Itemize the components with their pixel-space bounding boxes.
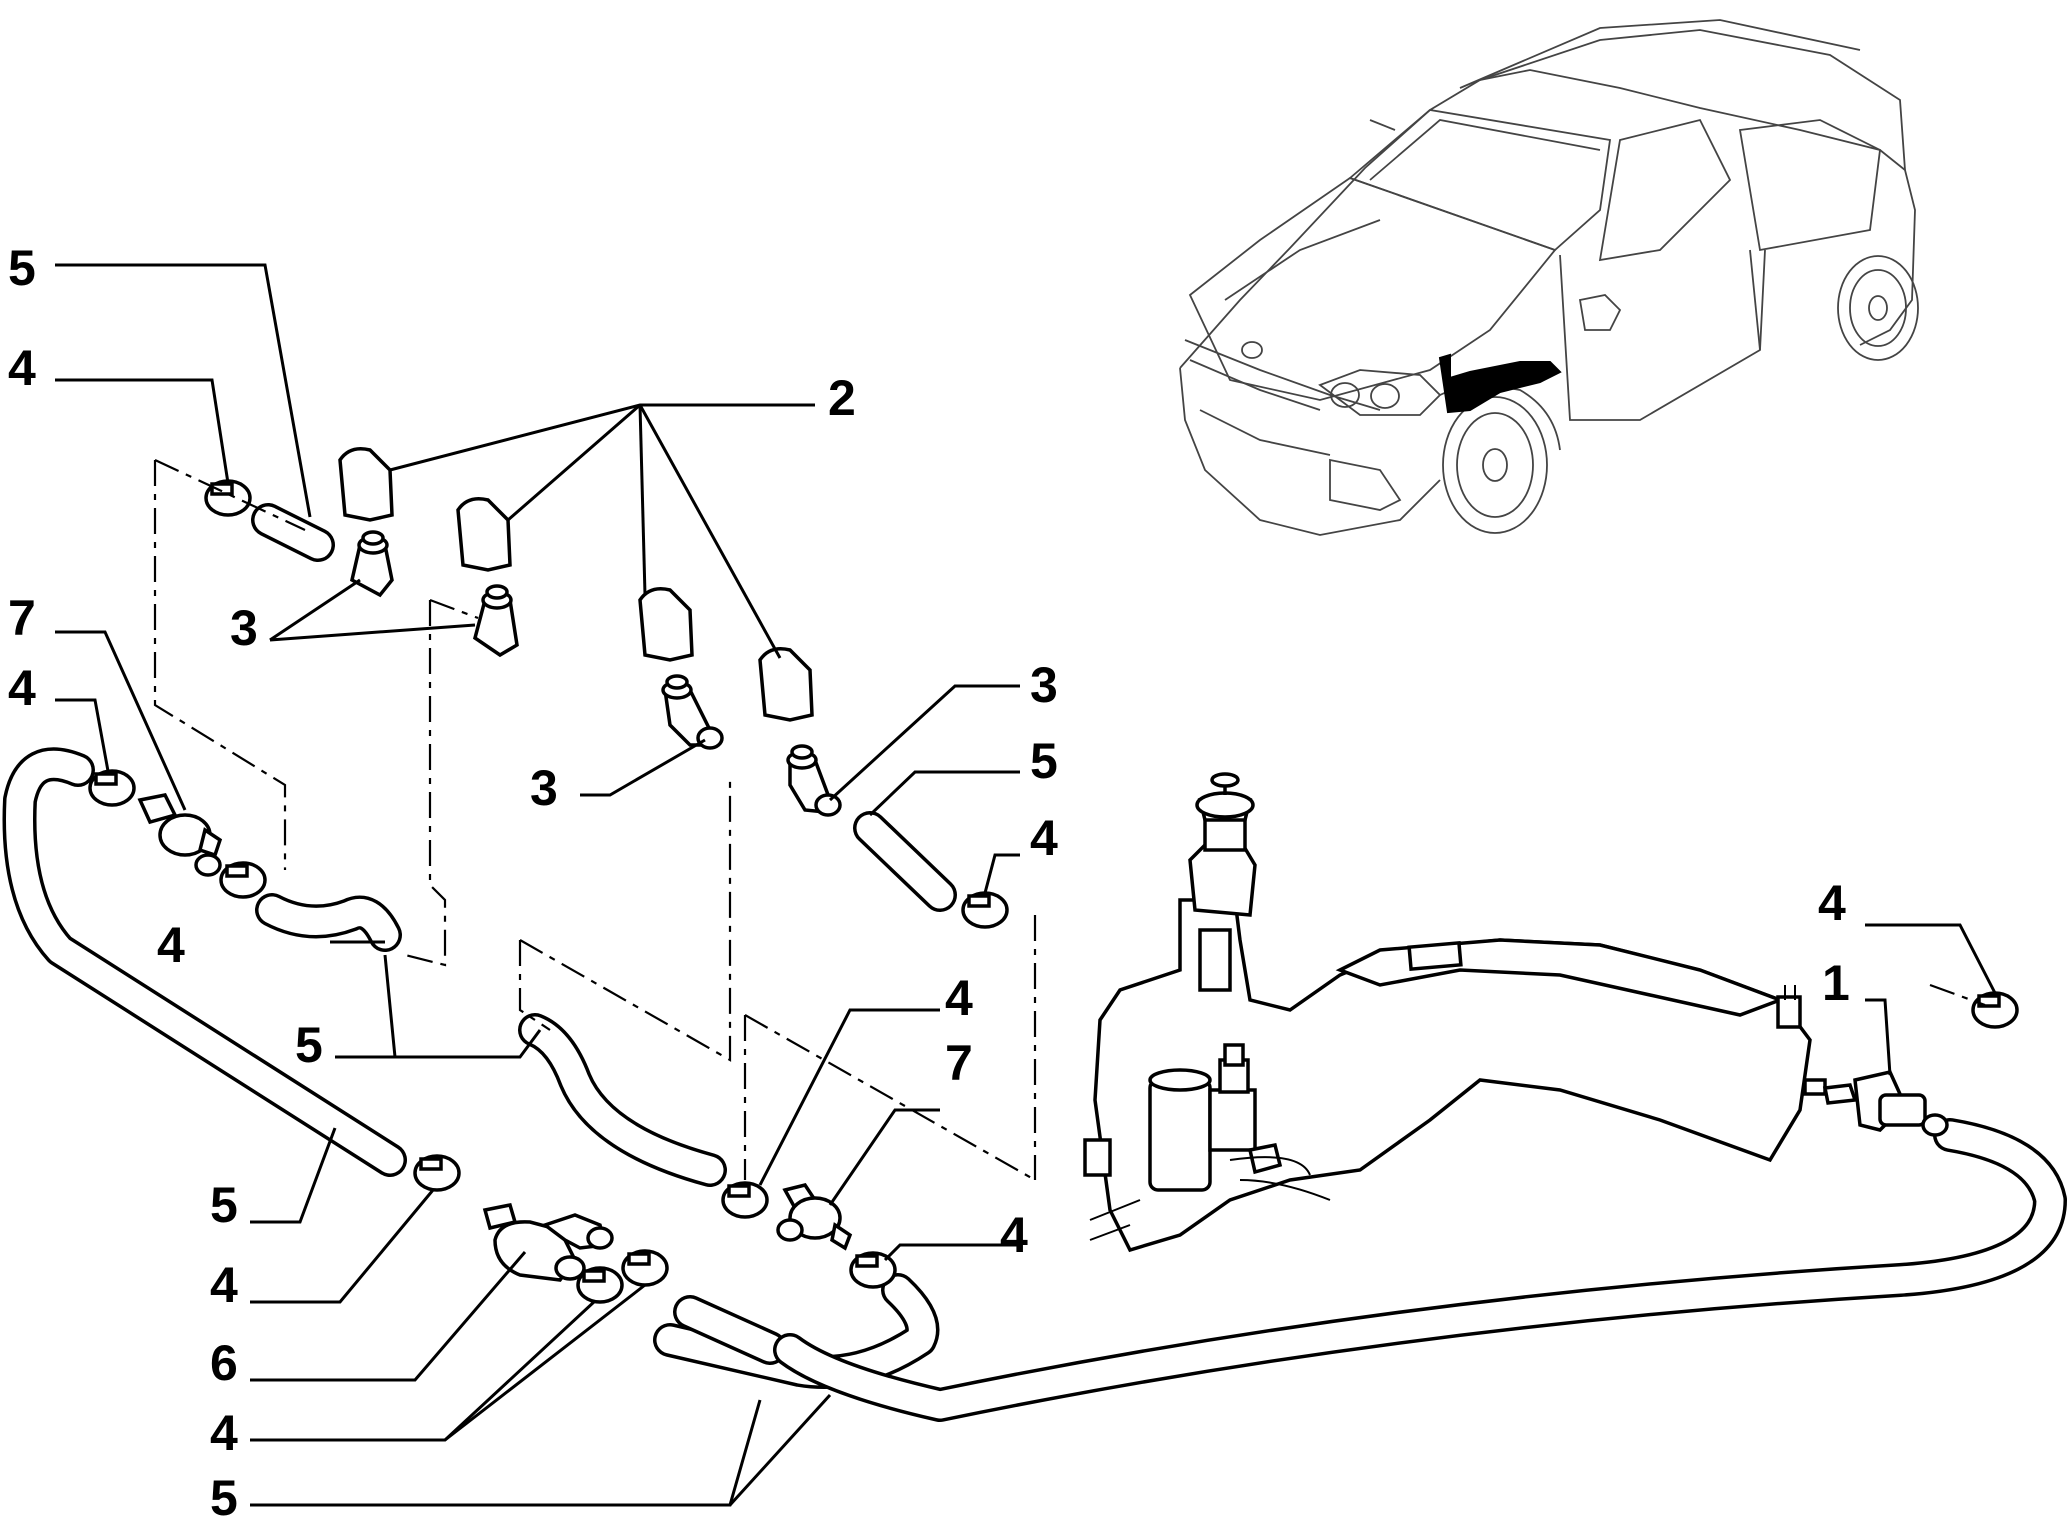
callout-4: 4 — [945, 970, 973, 1026]
hose-clamp-icon — [219, 861, 267, 899]
washer-nozzle-icon — [472, 584, 519, 658]
callout-4: 4 — [8, 340, 36, 396]
hose-clamp-icon — [1971, 991, 2019, 1029]
washer-nozzle-icon — [661, 674, 724, 750]
nozzle-cover-icon — [638, 587, 694, 662]
callout-4: 4 — [210, 1257, 238, 1313]
washer-reservoir — [1083, 772, 1827, 1253]
check-valve-icon — [776, 1183, 853, 1251]
callout-1: 1 — [1822, 955, 1850, 1011]
vehicle-illustration — [1179, 19, 1919, 536]
callout-4: 4 — [157, 917, 185, 973]
hose-clamp-icon — [961, 891, 1009, 929]
nozzle-cover-icon — [456, 497, 512, 572]
hose-clamp-icon — [849, 1251, 897, 1289]
callout-3: 3 — [1030, 657, 1058, 713]
washer-nozzle-icon — [349, 530, 394, 598]
callout-6: 6 — [210, 1335, 238, 1391]
callout-4: 4 — [210, 1405, 238, 1461]
callout-5: 5 — [295, 1017, 323, 1073]
assembly-lines — [153, 459, 1986, 1181]
callout-7: 7 — [8, 590, 36, 646]
hose-clamp-icon — [721, 1181, 769, 1219]
hose-clamp-icon — [621, 1249, 669, 1287]
hose-clamp-icon — [576, 1266, 624, 1304]
hose-clamp-icon — [413, 1154, 461, 1192]
callout-4: 4 — [1000, 1207, 1028, 1263]
callout-5: 5 — [8, 240, 36, 296]
washer-nozzles — [349, 530, 842, 817]
callout-2: 2 — [828, 370, 856, 426]
pump-unit — [1148, 1043, 1283, 1192]
hose-clamp-icon — [88, 769, 136, 807]
callout-5: 5 — [210, 1177, 238, 1233]
check-valves — [137, 793, 853, 1251]
hoses — [2, 503, 2067, 1422]
nozzle-covers — [338, 447, 814, 722]
callout-5: 5 — [1030, 733, 1058, 789]
callout-3: 3 — [530, 760, 558, 816]
nozzle-cover-icon — [338, 447, 394, 522]
leader-lines — [55, 263, 1997, 1507]
washer-nozzle-icon — [786, 744, 842, 817]
callout-4: 4 — [1818, 875, 1846, 931]
pump-connector — [1822, 1069, 1949, 1137]
callout-5: 5 — [210, 1470, 238, 1522]
hose-clamps — [88, 479, 2019, 1304]
callout-4: 4 — [8, 660, 36, 716]
highlighted-part — [1438, 353, 1562, 414]
callout-labels: 5 4 2 3 7 4 3 3 5 4 4 1 4 5 4 7 4 5 4 6 … — [8, 240, 1850, 1522]
nozzle-cover-icon — [758, 647, 814, 722]
callout-3: 3 — [230, 600, 258, 656]
check-valve-icon — [137, 793, 223, 877]
callout-7: 7 — [945, 1035, 973, 1091]
callout-4: 4 — [1030, 810, 1058, 866]
